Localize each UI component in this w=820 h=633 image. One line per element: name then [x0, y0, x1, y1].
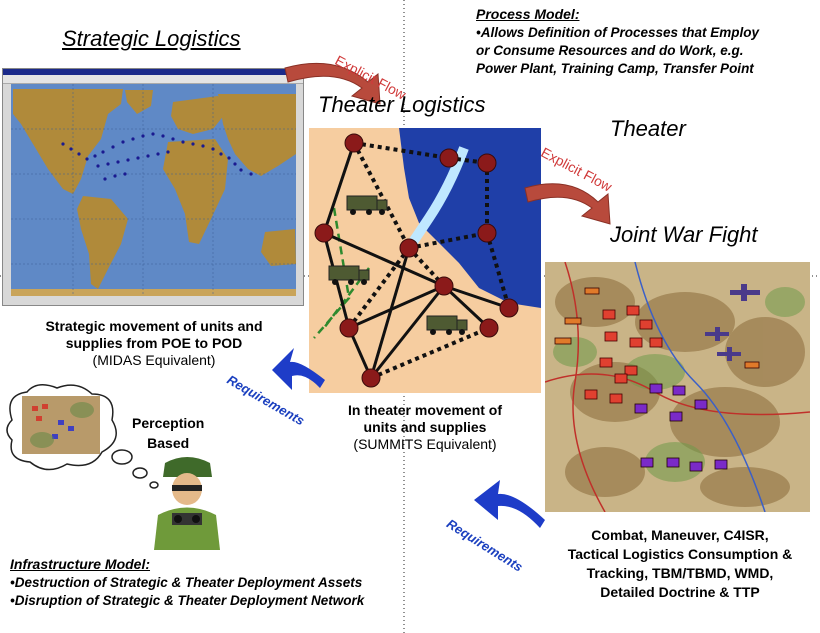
infrastructure-model-line: •Destruction of Strategic & Theater Depl… — [10, 575, 363, 590]
explicit-flow-arrow-2 — [524, 183, 611, 225]
theater-caption-sub: (SUMMITS Equivalent) — [353, 436, 497, 452]
map-title-bar — [3, 69, 303, 75]
perception-line: Perception — [132, 415, 205, 431]
requirements-arrow-2 — [474, 480, 545, 528]
joint-war-fight-map — [545, 262, 810, 512]
strategic-caption-line: supplies from POE to POD — [65, 335, 243, 351]
world-map-window — [2, 68, 304, 306]
perception-label: Perception Based — [132, 413, 204, 453]
infrastructure-model-title: Infrastructure Model: — [10, 556, 151, 572]
infrastructure-model-text: •Destruction of Strategic & Theater Depl… — [10, 574, 364, 610]
explicit-flow-arrow-1 — [284, 62, 381, 105]
strategic-caption: Strategic movement of units and supplies… — [14, 318, 294, 369]
theater-logistics-title: Theater Logistics — [318, 92, 486, 117]
world-map — [11, 84, 296, 296]
theater-network-diagram — [309, 128, 541, 393]
theater-caption-line: In theater movement of — [347, 402, 503, 418]
theater-title: Theater — [610, 116, 686, 141]
perception-line: Based — [147, 435, 190, 451]
thought-dots — [111, 449, 159, 489]
jwf-caption-line: Detailed Doctrine & TTP — [600, 584, 760, 600]
process-model-line: •Allows Definition of Processes that Emp… — [476, 25, 760, 40]
jwf-caption-line: Combat, Maneuver, C4ISR, — [591, 527, 769, 543]
thought-bubble — [6, 384, 117, 471]
infrastructure-model-line: •Disruption of Strategic & Theater Deplo… — [10, 593, 365, 608]
process-model-title: Process Model: — [476, 6, 580, 22]
process-model-line: Power Plant, Training Camp, Transfer Poi… — [476, 61, 754, 76]
process-model-line: or Consume Resources and do Work, e.g. — [476, 43, 744, 58]
jwf-caption-line: Tracking, TBM/TBMD, WMD, — [586, 565, 774, 581]
theater-caption-line: units and supplies — [363, 419, 487, 435]
jwf-caption-line: Tactical Logistics Consumption & — [567, 546, 793, 562]
joint-war-fight-title: Joint War Fight — [610, 222, 758, 247]
jwf-caption: Combat, Maneuver, C4ISR, Tactical Logist… — [540, 526, 820, 602]
strategic-logistics-title: Strategic Logistics — [62, 26, 241, 51]
theater-caption: In theater movement of units and supplie… — [325, 402, 525, 453]
strategic-caption-sub: (MIDAS Equivalent) — [92, 352, 216, 368]
process-model-text: •Allows Definition of Processes that Emp… — [476, 24, 759, 78]
requirements-arrow-1 — [272, 348, 325, 390]
map-menu-bar — [3, 75, 303, 84]
soldier-figure — [154, 457, 220, 550]
strategic-caption-line: Strategic movement of units and — [45, 318, 263, 334]
